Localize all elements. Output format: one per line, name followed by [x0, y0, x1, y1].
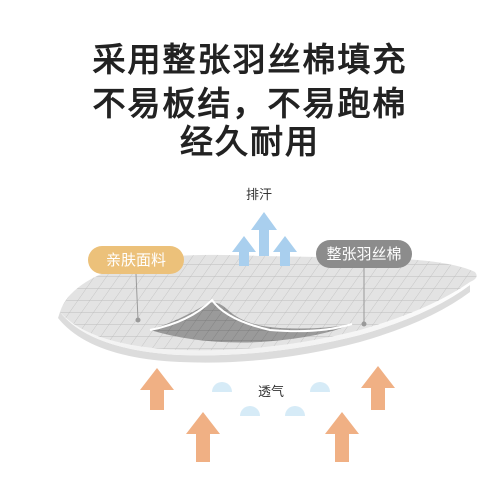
droplet-2	[240, 406, 260, 416]
quilt-fold-edge	[149, 298, 353, 333]
sweat-label: 排汗	[246, 188, 273, 203]
breath-arrow-4	[361, 366, 395, 410]
pointer-dot-cotton	[361, 321, 367, 327]
pointer-dot-skin	[135, 317, 141, 323]
breath-arrow-1	[140, 368, 174, 410]
droplet-4	[310, 382, 330, 392]
droplet-3	[285, 406, 305, 416]
sweat-arrow-center	[251, 212, 277, 256]
headline-line-1: 采用整张羽丝棉填充	[92, 40, 408, 79]
breath-arrow-2	[186, 412, 220, 462]
sweat-arrow-right	[273, 236, 297, 266]
sweat-arrow-left	[232, 236, 256, 266]
cotton-filling-tag: 整张羽丝棉	[316, 240, 412, 268]
headline-line-3: 经久耐用	[180, 122, 320, 161]
skin-fabric-tag: 亲肤面料	[88, 246, 184, 274]
pointer-line-skin	[135, 273, 139, 321]
quilt-folded-corner	[150, 302, 352, 343]
breath-arrow-3	[325, 412, 359, 462]
breathable-label: 透气	[258, 385, 285, 400]
headline-line-2: 不易板结，不易跑棉	[92, 84, 408, 123]
droplet-1	[212, 382, 232, 392]
